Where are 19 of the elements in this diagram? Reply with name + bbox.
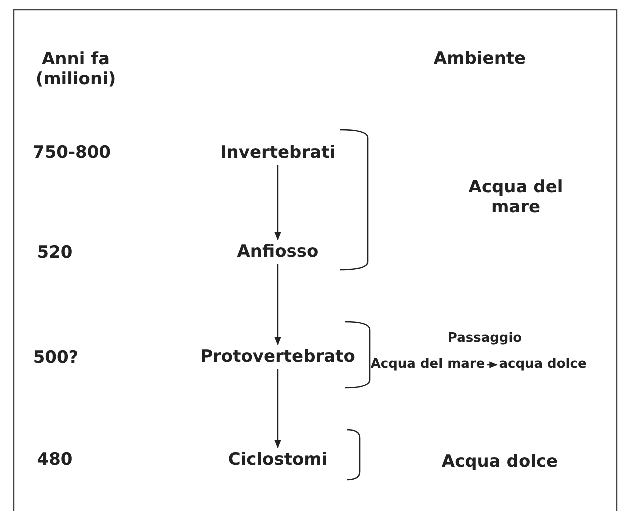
- year-label: 500?: [33, 348, 79, 368]
- arrow: [274, 264, 282, 346]
- arrow: [274, 369, 282, 449]
- year-label: 750-800: [32, 142, 112, 164]
- year-label: 520: [37, 242, 73, 264]
- arrow: [274, 165, 282, 241]
- taxon-label: Anfiosso: [237, 242, 319, 262]
- taxon-label: Invertebrati: [220, 142, 336, 164]
- column-heading: Anni fa (milioni): [34, 50, 118, 90]
- environment-label: Acqua del mare: [468, 178, 564, 218]
- taxon-label: Ciclostomi: [228, 450, 328, 470]
- environment-label: Acqua del mare: [370, 357, 486, 373]
- year-label: 480: [37, 450, 73, 470]
- taxon-label: Protovertebrato: [200, 346, 356, 368]
- environment-label: acqua dolce: [499, 357, 587, 373]
- note-heading: Passaggio: [448, 331, 522, 347]
- arrow: [487, 362, 498, 368]
- environment-label: Acqua dolce: [442, 452, 558, 472]
- column-heading: Ambiente: [434, 48, 526, 70]
